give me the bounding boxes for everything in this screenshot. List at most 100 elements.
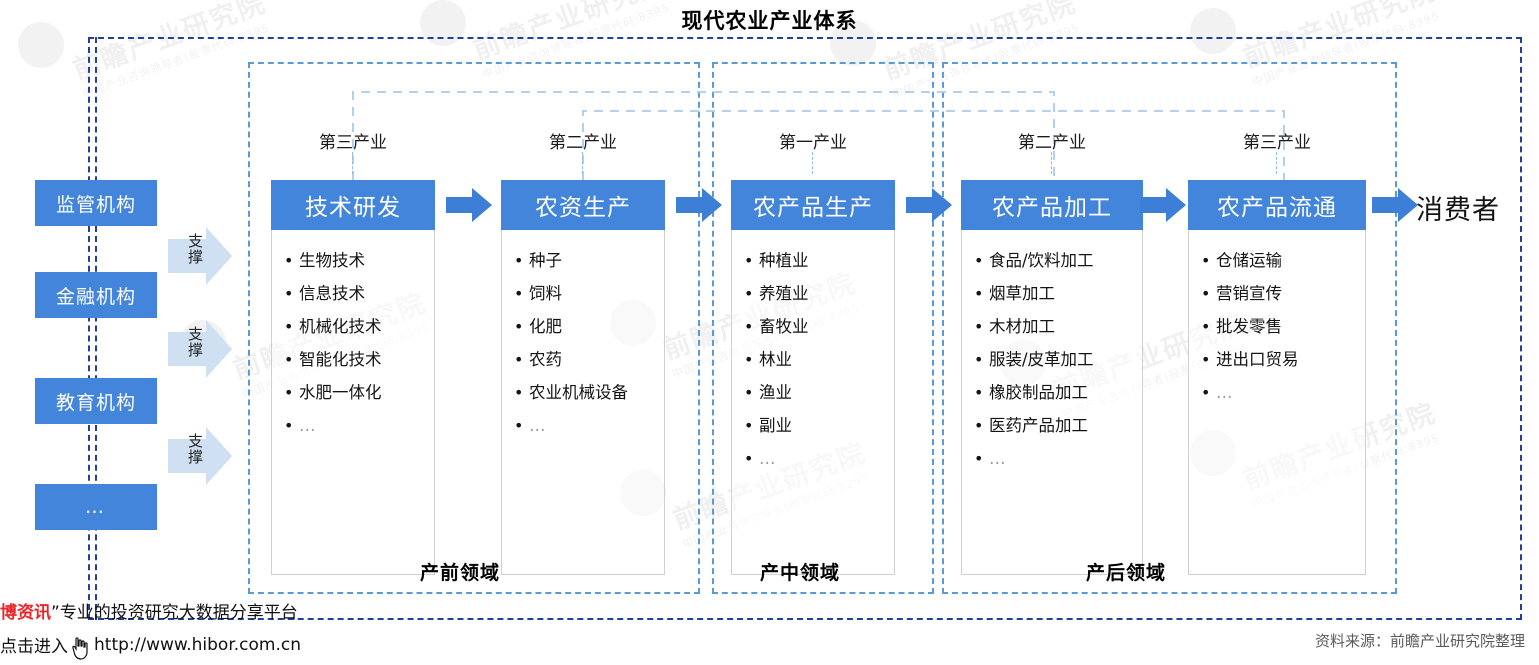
- sidebar-item-regulatory[interactable]: 监管机构: [35, 180, 157, 226]
- flow-arrow-icon: [906, 188, 952, 222]
- sidebar-item-label: 金融机构: [55, 285, 136, 308]
- section-frame-mid: [712, 62, 934, 594]
- list-item: 机械化技术: [284, 310, 434, 343]
- section-frame-pre: [248, 62, 700, 594]
- card-list: 仓储运输 营销宣传 批发零售 进出口贸易 …: [1201, 244, 1365, 409]
- section-frame-post: [942, 62, 1397, 594]
- card-list: 种子 饲料 化肥 农药 农业机械设备 …: [514, 244, 664, 442]
- list-item: 水肥一体化: [284, 376, 434, 409]
- section-label-mid: 产中领域: [760, 562, 841, 584]
- support-arrow-1: 支撑: [168, 225, 232, 287]
- page-title: 现代农业产业体系: [681, 9, 858, 33]
- list-item: 种子: [514, 244, 664, 277]
- support-arrow-2: 支撑: [168, 318, 232, 380]
- list-item: 林业: [744, 343, 894, 376]
- footer-link-row[interactable]: 点击进入 http://www.hibor.com.cn: [0, 632, 301, 660]
- card-body: 种子 饲料 化肥 农药 农业机械设备 …: [501, 230, 665, 575]
- footer-tagline-row: 博资讯”专业的投资研究大数据分享平台: [0, 598, 298, 623]
- footer-brand: 博资讯: [0, 603, 51, 623]
- flow-arrow-icon: [446, 188, 492, 222]
- card-list: 生物技术 信息技术 机械化技术 智能化技术 水肥一体化 …: [284, 244, 434, 442]
- flow-arrow-icon: [676, 188, 722, 222]
- card-tier-stem: [1051, 152, 1052, 174]
- card-body: 仓储运输 营销宣传 批发零售 进出口贸易 …: [1188, 230, 1366, 575]
- footer-tagline: 专业的投资研究大数据分享平台: [59, 603, 298, 623]
- sidebar-spine-line: [95, 37, 97, 620]
- list-item: 服装/皮革加工: [974, 343, 1142, 376]
- card-tier-label: 第三产业: [319, 133, 387, 153]
- list-item: 种植业: [744, 244, 894, 277]
- card-title: 农产品生产: [731, 180, 895, 230]
- list-item-more: …: [284, 409, 434, 442]
- card-body: 生物技术 信息技术 机械化技术 智能化技术 水肥一体化 …: [271, 230, 435, 575]
- card-title: 农资生产: [501, 180, 665, 230]
- chain-card-processing[interactable]: 第二产业 农产品加工 食品/饮料加工 烟草加工 木材加工 服装/皮革加工 橡胶制…: [961, 133, 1143, 575]
- list-item-more: …: [744, 442, 894, 475]
- list-item: 信息技术: [284, 277, 434, 310]
- sidebar-item-more[interactable]: …: [35, 484, 157, 530]
- card-tier-stem: [1276, 152, 1277, 174]
- list-item: 生物技术: [284, 244, 434, 277]
- card-title: 技术研发: [271, 180, 435, 230]
- card-tier-label: 第一产业: [779, 133, 847, 153]
- support-arrow-label: 支撑: [186, 326, 204, 358]
- support-arrow-label: 支撑: [186, 433, 204, 465]
- card-title: 农产品流通: [1188, 180, 1366, 230]
- footer-url[interactable]: http://www.hibor.com.cn: [94, 634, 301, 655]
- outer-system-frame: [88, 37, 1522, 620]
- support-arrow-3: 支撑: [168, 425, 232, 487]
- list-item: 木材加工: [974, 310, 1142, 343]
- flow-arrow-icon: [1372, 188, 1418, 222]
- chain-card-agri-inputs[interactable]: 第二产业 农资生产 种子 饲料 化肥 农药 农业机械设备 …: [501, 133, 665, 575]
- card-list: 种植业 养殖业 畜牧业 林业 渔业 副业 …: [744, 244, 894, 475]
- list-item: 养殖业: [744, 277, 894, 310]
- sidebar-item-label: 教育机构: [55, 391, 136, 414]
- list-item: 批发零售: [1201, 310, 1365, 343]
- footer-enter-text: 点击进入: [0, 637, 68, 657]
- card-title: 农产品加工: [961, 180, 1143, 230]
- list-item: 烟草加工: [974, 277, 1142, 310]
- card-tier-label: 第二产业: [549, 133, 617, 153]
- list-item: 饲料: [514, 277, 664, 310]
- section-label-pre: 产前领域: [420, 562, 501, 584]
- card-body: 种植业 养殖业 畜牧业 林业 渔业 副业 …: [731, 230, 895, 575]
- terminal-consumer-label: 消费者: [1416, 195, 1500, 226]
- list-item: 医药产品加工: [974, 409, 1142, 442]
- list-item: 食品/饮料加工: [974, 244, 1142, 277]
- flow-arrow-icon: [1140, 188, 1186, 222]
- sidebar-item-label: …: [85, 496, 107, 518]
- card-tier-stem: [812, 152, 813, 174]
- footer-quote-mark: ”: [51, 603, 60, 623]
- list-item-more: …: [974, 442, 1142, 475]
- card-tier-stem: [352, 152, 353, 174]
- list-item: 渔业: [744, 376, 894, 409]
- section-label-post: 产后领域: [1086, 562, 1167, 584]
- list-item: 副业: [744, 409, 894, 442]
- chain-card-rnd[interactable]: 第三产业 技术研发 生物技术 信息技术 机械化技术 智能化技术 水肥一体化 …: [271, 133, 435, 575]
- arrow-right-icon: [168, 427, 232, 485]
- card-body: 食品/饮料加工 烟草加工 木材加工 服装/皮革加工 橡胶制品加工 医药产品加工 …: [961, 230, 1143, 575]
- card-list: 食品/饮料加工 烟草加工 木材加工 服装/皮革加工 橡胶制品加工 医药产品加工 …: [974, 244, 1142, 475]
- list-item: 农药: [514, 343, 664, 376]
- sidebar-item-label: 监管机构: [55, 193, 136, 216]
- list-item: 营销宣传: [1201, 277, 1365, 310]
- list-item: 智能化技术: [284, 343, 434, 376]
- list-item: 进出口贸易: [1201, 343, 1365, 376]
- card-tier-stem: [582, 152, 583, 174]
- sidebar-item-financial[interactable]: 金融机构: [35, 272, 157, 318]
- chain-card-distribution[interactable]: 第三产业 农产品流通 仓储运输 营销宣传 批发零售 进出口贸易 …: [1188, 133, 1366, 575]
- list-item: 仓储运输: [1201, 244, 1365, 277]
- list-item-more: …: [514, 409, 664, 442]
- support-arrow-label: 支撑: [186, 233, 204, 265]
- arrow-right-icon: [168, 320, 232, 378]
- chain-card-production[interactable]: 第一产业 农产品生产 种植业 养殖业 畜牧业 林业 渔业 副业 …: [731, 133, 895, 575]
- list-item: 橡胶制品加工: [974, 376, 1142, 409]
- list-item: 畜牧业: [744, 310, 894, 343]
- hand-cursor-icon: [70, 636, 92, 660]
- sidebar-item-education[interactable]: 教育机构: [35, 378, 157, 424]
- card-tier-label: 第三产业: [1243, 133, 1311, 153]
- arrow-right-icon: [168, 227, 232, 285]
- list-item: 农业机械设备: [514, 376, 664, 409]
- card-tier-label: 第二产业: [1018, 133, 1086, 153]
